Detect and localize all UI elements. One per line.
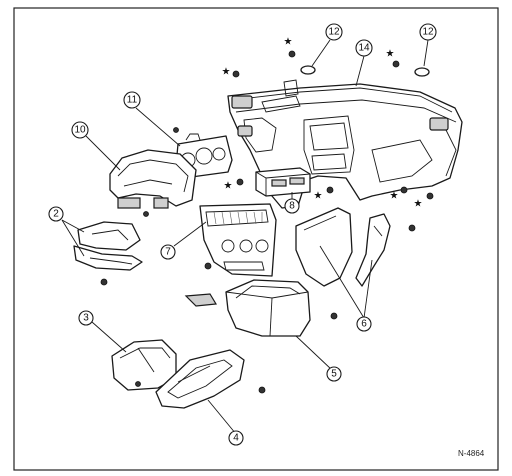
screw-13 (330, 312, 338, 320)
screw-5 (236, 178, 244, 186)
star-mark-7: ★ (414, 199, 423, 210)
callout-10-label: 10 (74, 125, 86, 136)
leader-lines (61, 39, 429, 435)
callout-6: 6 (356, 316, 372, 332)
screw-12 (100, 278, 108, 286)
screw-9 (408, 224, 416, 232)
screw-3 (392, 60, 400, 68)
reference-code: N-4864 (458, 449, 485, 458)
callout-7-label: 7 (165, 247, 171, 258)
callout-8-label: 8 (289, 201, 295, 212)
screw-8 (426, 192, 434, 200)
screw-14 (258, 386, 266, 394)
diagram-frame (13, 7, 499, 471)
defroster-plug-right (414, 67, 430, 77)
callout-12-right-label: 12 (422, 27, 434, 38)
callout-4: 4 (228, 430, 244, 446)
callout-11-label: 11 (127, 95, 138, 106)
side-finisher-part-6 (295, 207, 353, 287)
star-mark-1: ★ (284, 37, 293, 48)
cluster-lid-part-10 (109, 149, 197, 209)
defroster-plug-left (300, 65, 316, 75)
screw-1 (232, 70, 240, 78)
star-mark-6: ★ (390, 191, 399, 202)
callout-12-right: 12 (419, 23, 437, 41)
callout-14-label: 14 (358, 43, 370, 54)
callout-10: 10 (71, 121, 89, 139)
star-mark-5: ★ (314, 191, 323, 202)
callout-7: 7 (160, 244, 176, 260)
screw-11 (143, 211, 149, 217)
star-mark-2: ★ (222, 67, 231, 78)
callout-11: 11 (123, 91, 141, 109)
cluster-lid-c-part-7 (199, 203, 277, 277)
callout-5-label: 5 (331, 369, 337, 380)
callout-5: 5 (326, 366, 342, 382)
steering-column-cover-part-2 (73, 221, 143, 271)
star-mark-4: ★ (224, 181, 233, 192)
callout-2: 2 (48, 206, 64, 222)
screw-7 (400, 186, 408, 194)
star-mark-3: ★ (386, 49, 395, 60)
audio-unit-part-8 (255, 167, 311, 197)
screw-2 (288, 50, 296, 58)
screw-4 (173, 127, 179, 133)
callout-8: 8 (284, 198, 300, 214)
screws (100, 50, 434, 394)
callout-3-label: 3 (83, 313, 89, 324)
callout-6-label: 6 (361, 319, 367, 330)
callout-12-left-label: 12 (328, 27, 340, 38)
side-bracket-part-6 (355, 213, 391, 287)
callout-2-label: 2 (53, 209, 59, 220)
console-bracket (184, 293, 218, 307)
console-finisher-part-4 (155, 349, 245, 409)
screw-6 (326, 186, 334, 194)
screw-10 (204, 262, 212, 270)
callout-4-label: 4 (233, 433, 239, 444)
callout-14: 14 (355, 39, 373, 57)
callout-12-left: 12 (325, 23, 343, 41)
console-box-part-5 (225, 279, 311, 337)
callout-3: 3 (78, 310, 94, 326)
screw-15 (135, 381, 141, 387)
